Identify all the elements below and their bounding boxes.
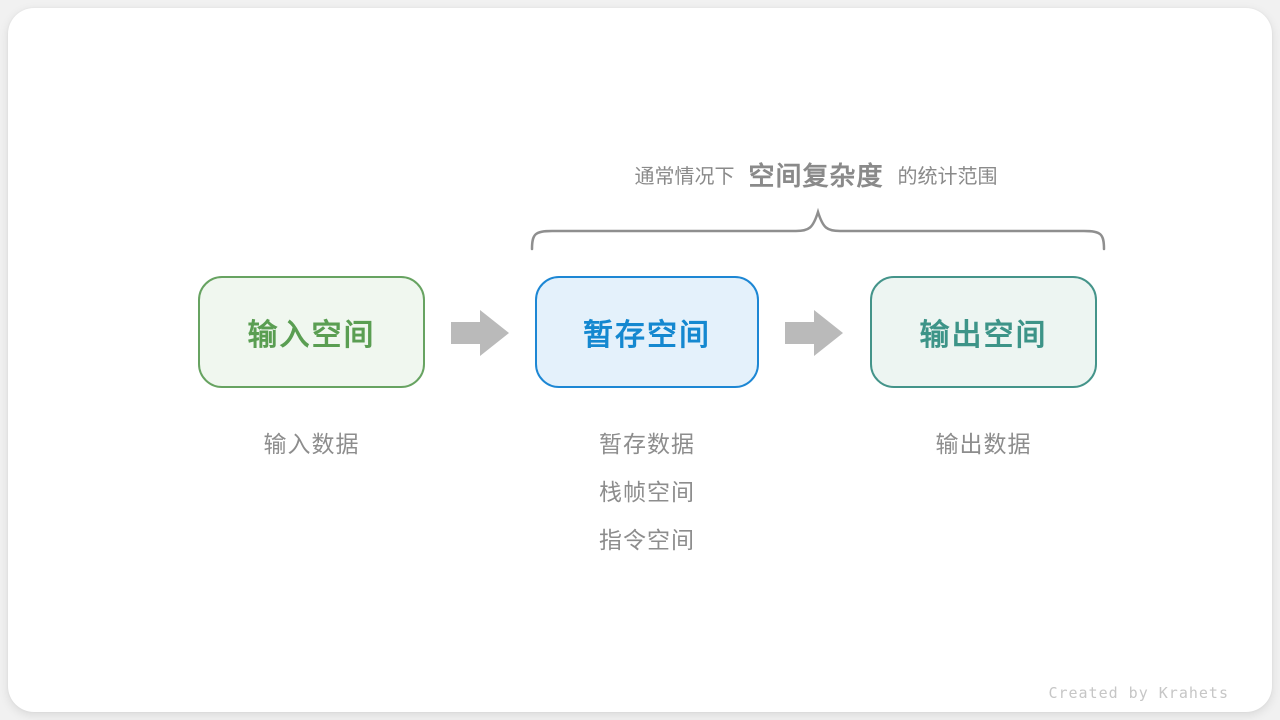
annotation-line: 指令空间 [599, 527, 695, 553]
scope-caption: 通常情况下 空间复杂度 的统计范围 [535, 154, 1097, 194]
caption-highlight: 空间复杂度 [748, 160, 884, 191]
annotation-line: 输入数据 [263, 431, 360, 457]
temp-annotations: 暂存数据 栈帧空间 指令空间 [535, 420, 759, 564]
input-annotations: 输入数据 [198, 420, 425, 468]
temp-space-box: 暂存空间 [535, 276, 759, 388]
annotation-line: 栈帧空间 [599, 479, 695, 505]
curly-brace [530, 207, 1106, 251]
annotation-line: 暂存数据 [599, 431, 695, 457]
output-annotations: 输出数据 [870, 420, 1097, 468]
annotation-line: 输出数据 [935, 431, 1032, 457]
credit-text: Created by Krahets [1048, 684, 1229, 702]
caption-prefix: 通常情况下 [634, 165, 735, 188]
diagram-card: 通常情况下 空间复杂度 的统计范围 输入空间 暂存空间 输出空间 输入数据 暂存… [8, 8, 1272, 712]
input-space-label: 输入空间 [247, 319, 376, 352]
right-arrow-icon [451, 310, 509, 356]
caption-suffix: 的统计范围 [897, 165, 998, 188]
temp-space-label: 暂存空间 [583, 319, 711, 352]
output-space-label: 输出空间 [919, 319, 1048, 352]
right-arrow-icon [785, 310, 843, 356]
output-space-box: 输出空间 [870, 276, 1097, 388]
input-space-box: 输入空间 [198, 276, 425, 388]
